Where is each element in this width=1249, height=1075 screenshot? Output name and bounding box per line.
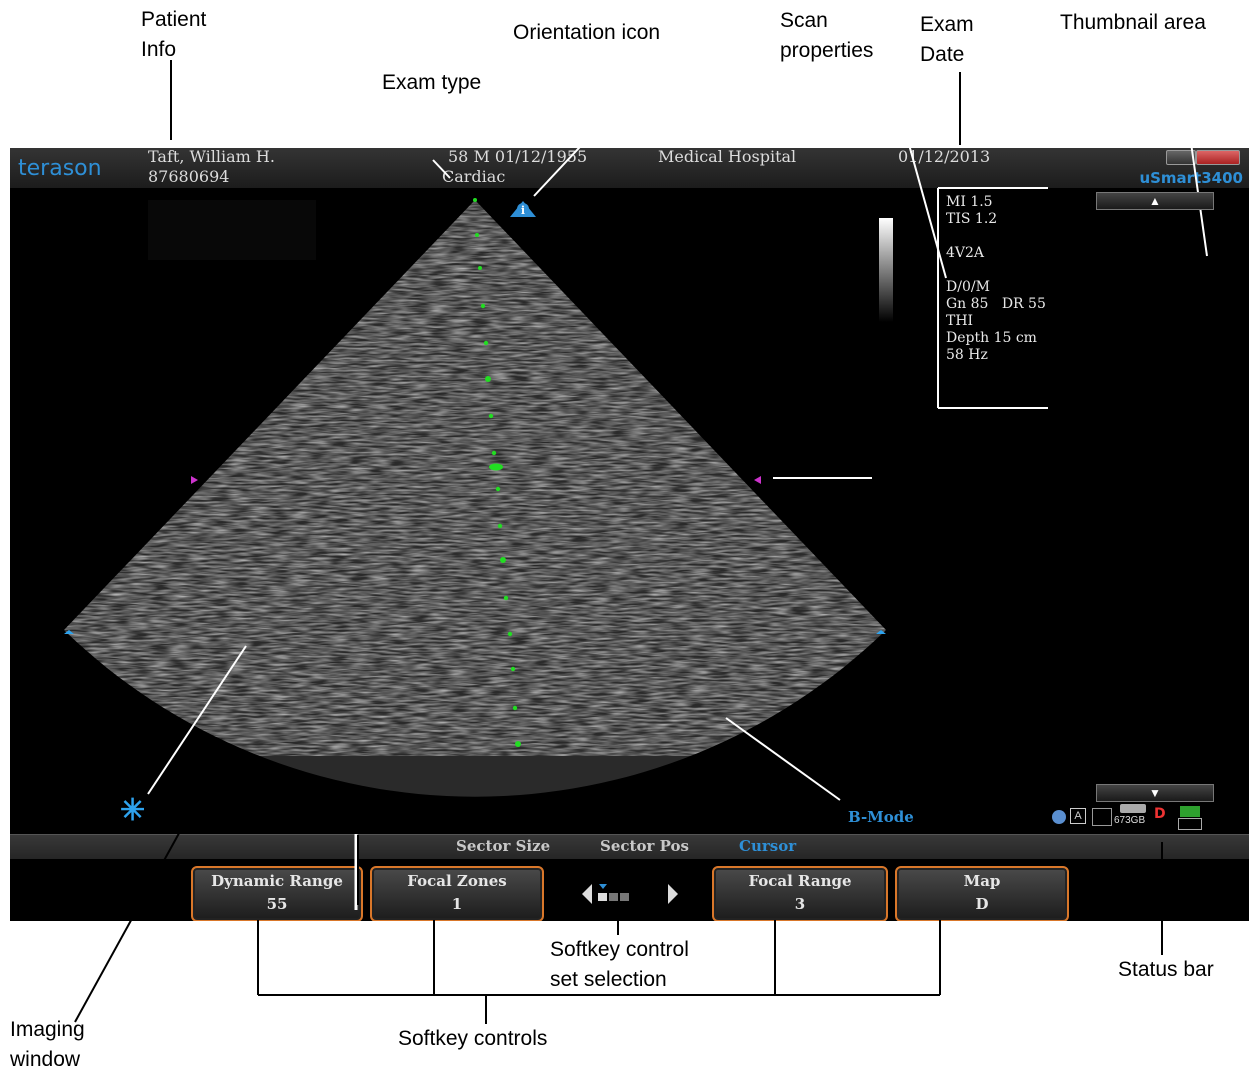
patient-id: 87680694 <box>148 167 230 186</box>
sector-edge-left-marker <box>64 630 74 634</box>
softkey-value: 1 <box>451 895 463 913</box>
callout-exam-date-line2: Date <box>920 43 965 66</box>
softkey-map[interactable]: Map D <box>895 866 1069 921</box>
softkey-value: D <box>975 895 989 913</box>
callout-imaging-window-line1: Imaging <box>10 1018 85 1041</box>
softkey-value: 55 <box>266 895 288 913</box>
scan-prop-frame-rate: 58 Hz <box>946 347 988 363</box>
set-indicator-1 <box>598 893 607 901</box>
storage-label: 673GB <box>1114 815 1146 826</box>
gray-scale-bar <box>879 218 893 322</box>
redacted-area <box>148 200 316 260</box>
softkey-value: 3 <box>794 895 806 913</box>
callout-patient-info: Patient Info <box>141 5 206 65</box>
callout-exam-type: Exam type <box>382 71 482 94</box>
svg-text:i: i <box>521 204 525 217</box>
tab-sector-size[interactable]: Sector Size <box>456 837 551 855</box>
softkey-label: Map <box>963 872 1001 890</box>
scan-prop-preset: D/0/M <box>946 279 990 295</box>
softkey-set-selector[interactable] <box>570 874 690 914</box>
callout-scan-properties: Scan properties <box>780 6 873 66</box>
hospital-name: Medical Hospital <box>658 148 797 166</box>
battery-icon <box>1180 806 1200 817</box>
screen-callout-lines <box>354 834 358 910</box>
callout-thumbnail-area: Thumbnail area <box>1060 11 1206 34</box>
callout-orientation-icon: Orientation icon <box>513 21 661 44</box>
close-button[interactable] <box>1196 150 1240 165</box>
plug-icon <box>1178 818 1202 830</box>
tab-cursor[interactable]: Cursor <box>739 837 797 855</box>
patient-demographics: 58 M 01/12/1955 <box>448 148 588 166</box>
sector-edge-right-marker <box>876 630 886 634</box>
active-mode-indicator: B-Mode <box>848 808 914 826</box>
set-indicator-2 <box>609 893 618 901</box>
focal-depth-right-marker <box>754 476 761 484</box>
terason-logo: terason <box>18 156 102 181</box>
focal-depth-left-marker <box>191 476 198 484</box>
scan-prop-mi: MI 1.5 <box>946 194 993 210</box>
minimize-button[interactable] <box>1166 150 1196 165</box>
callout-scan-properties-line1: Scan <box>780 9 828 32</box>
scan-prop-depth: Depth 15 cm <box>946 330 1037 346</box>
callout-softkey-set-selection: Softkey control set selection <box>550 935 689 995</box>
ultrasound-screen: terason Taft, William H. 87680694 58 M 0… <box>10 148 1249 921</box>
chevron-right-icon[interactable] <box>668 884 678 904</box>
patient-name: Taft, William H. <box>148 148 275 166</box>
outer-callout-lines <box>74 60 1163 1024</box>
active-set-marker <box>599 884 607 889</box>
thumbnail-scroll-down-button[interactable]: ▼ <box>1096 784 1214 802</box>
lock-icon: A <box>1070 808 1086 824</box>
status-letter: D <box>1154 806 1166 822</box>
callout-status-bar: Status bar <box>1118 958 1214 981</box>
softkey-focal-zones[interactable]: Focal Zones 1 <box>370 866 544 921</box>
chevron-left-icon[interactable] <box>582 884 592 904</box>
snowflake-icon: ✳ <box>120 794 146 827</box>
callout-softkey-controls: Softkey controls <box>398 1027 548 1050</box>
callout-leader-lines <box>147 148 1208 801</box>
callout-softkey-set-selection-line2: set selection <box>550 968 667 991</box>
biopsy-guide-dots <box>473 198 521 747</box>
callout-patient-info-line1: Patient <box>141 8 207 31</box>
scan-prop-thi: THI <box>946 313 974 329</box>
scan-prop-transducer: 4V2A <box>946 245 985 261</box>
scan-prop-tis: TIS 1.2 <box>946 211 998 227</box>
storage-icon <box>1120 804 1146 813</box>
model-name: uSmart3400 <box>1139 169 1243 187</box>
exam-type: Cardiac <box>442 167 506 186</box>
scan-properties: MI 1.5 TIS 1.2 4V2A D/0/M Gn 85 DR 55 TH… <box>946 194 1046 364</box>
softkey-label: Dynamic Range <box>211 872 343 890</box>
title-bar: terason Taft, William H. 87680694 58 M 0… <box>10 148 1249 188</box>
callout-softkey-set-selection-line1: Softkey control <box>550 938 689 961</box>
softkey-label: Focal Zones <box>407 872 507 890</box>
help-icon[interactable] <box>1052 810 1066 824</box>
callout-exam-date-line1: Exam <box>920 13 974 36</box>
tab-sector-pos[interactable]: Sector Pos <box>600 837 689 855</box>
callout-exam-date: Exam Date <box>920 10 974 70</box>
callout-scan-properties-line2: properties <box>780 39 874 62</box>
softkey-focal-range[interactable]: Focal Range 3 <box>712 866 888 921</box>
softkey-label: Focal Range <box>748 872 852 890</box>
thumbnail-scroll-up-button[interactable]: ▲ <box>1096 192 1214 210</box>
softkey-dynamic-range[interactable]: Dynamic Range 55 <box>191 866 363 921</box>
set-indicator-3 <box>620 893 629 901</box>
softkey-tab-bar: Sector Size Sector Pos Cursor <box>10 834 1249 859</box>
callout-patient-info-line2: Info <box>141 38 177 61</box>
scan-prop-gain: Gn 85 DR 55 <box>946 296 1046 312</box>
network-icon <box>1092 808 1112 826</box>
exam-date: 01/12/2013 <box>898 148 991 166</box>
imaging-window[interactable]: i <box>10 148 1249 921</box>
orientation-icon[interactable]: i <box>510 201 536 217</box>
